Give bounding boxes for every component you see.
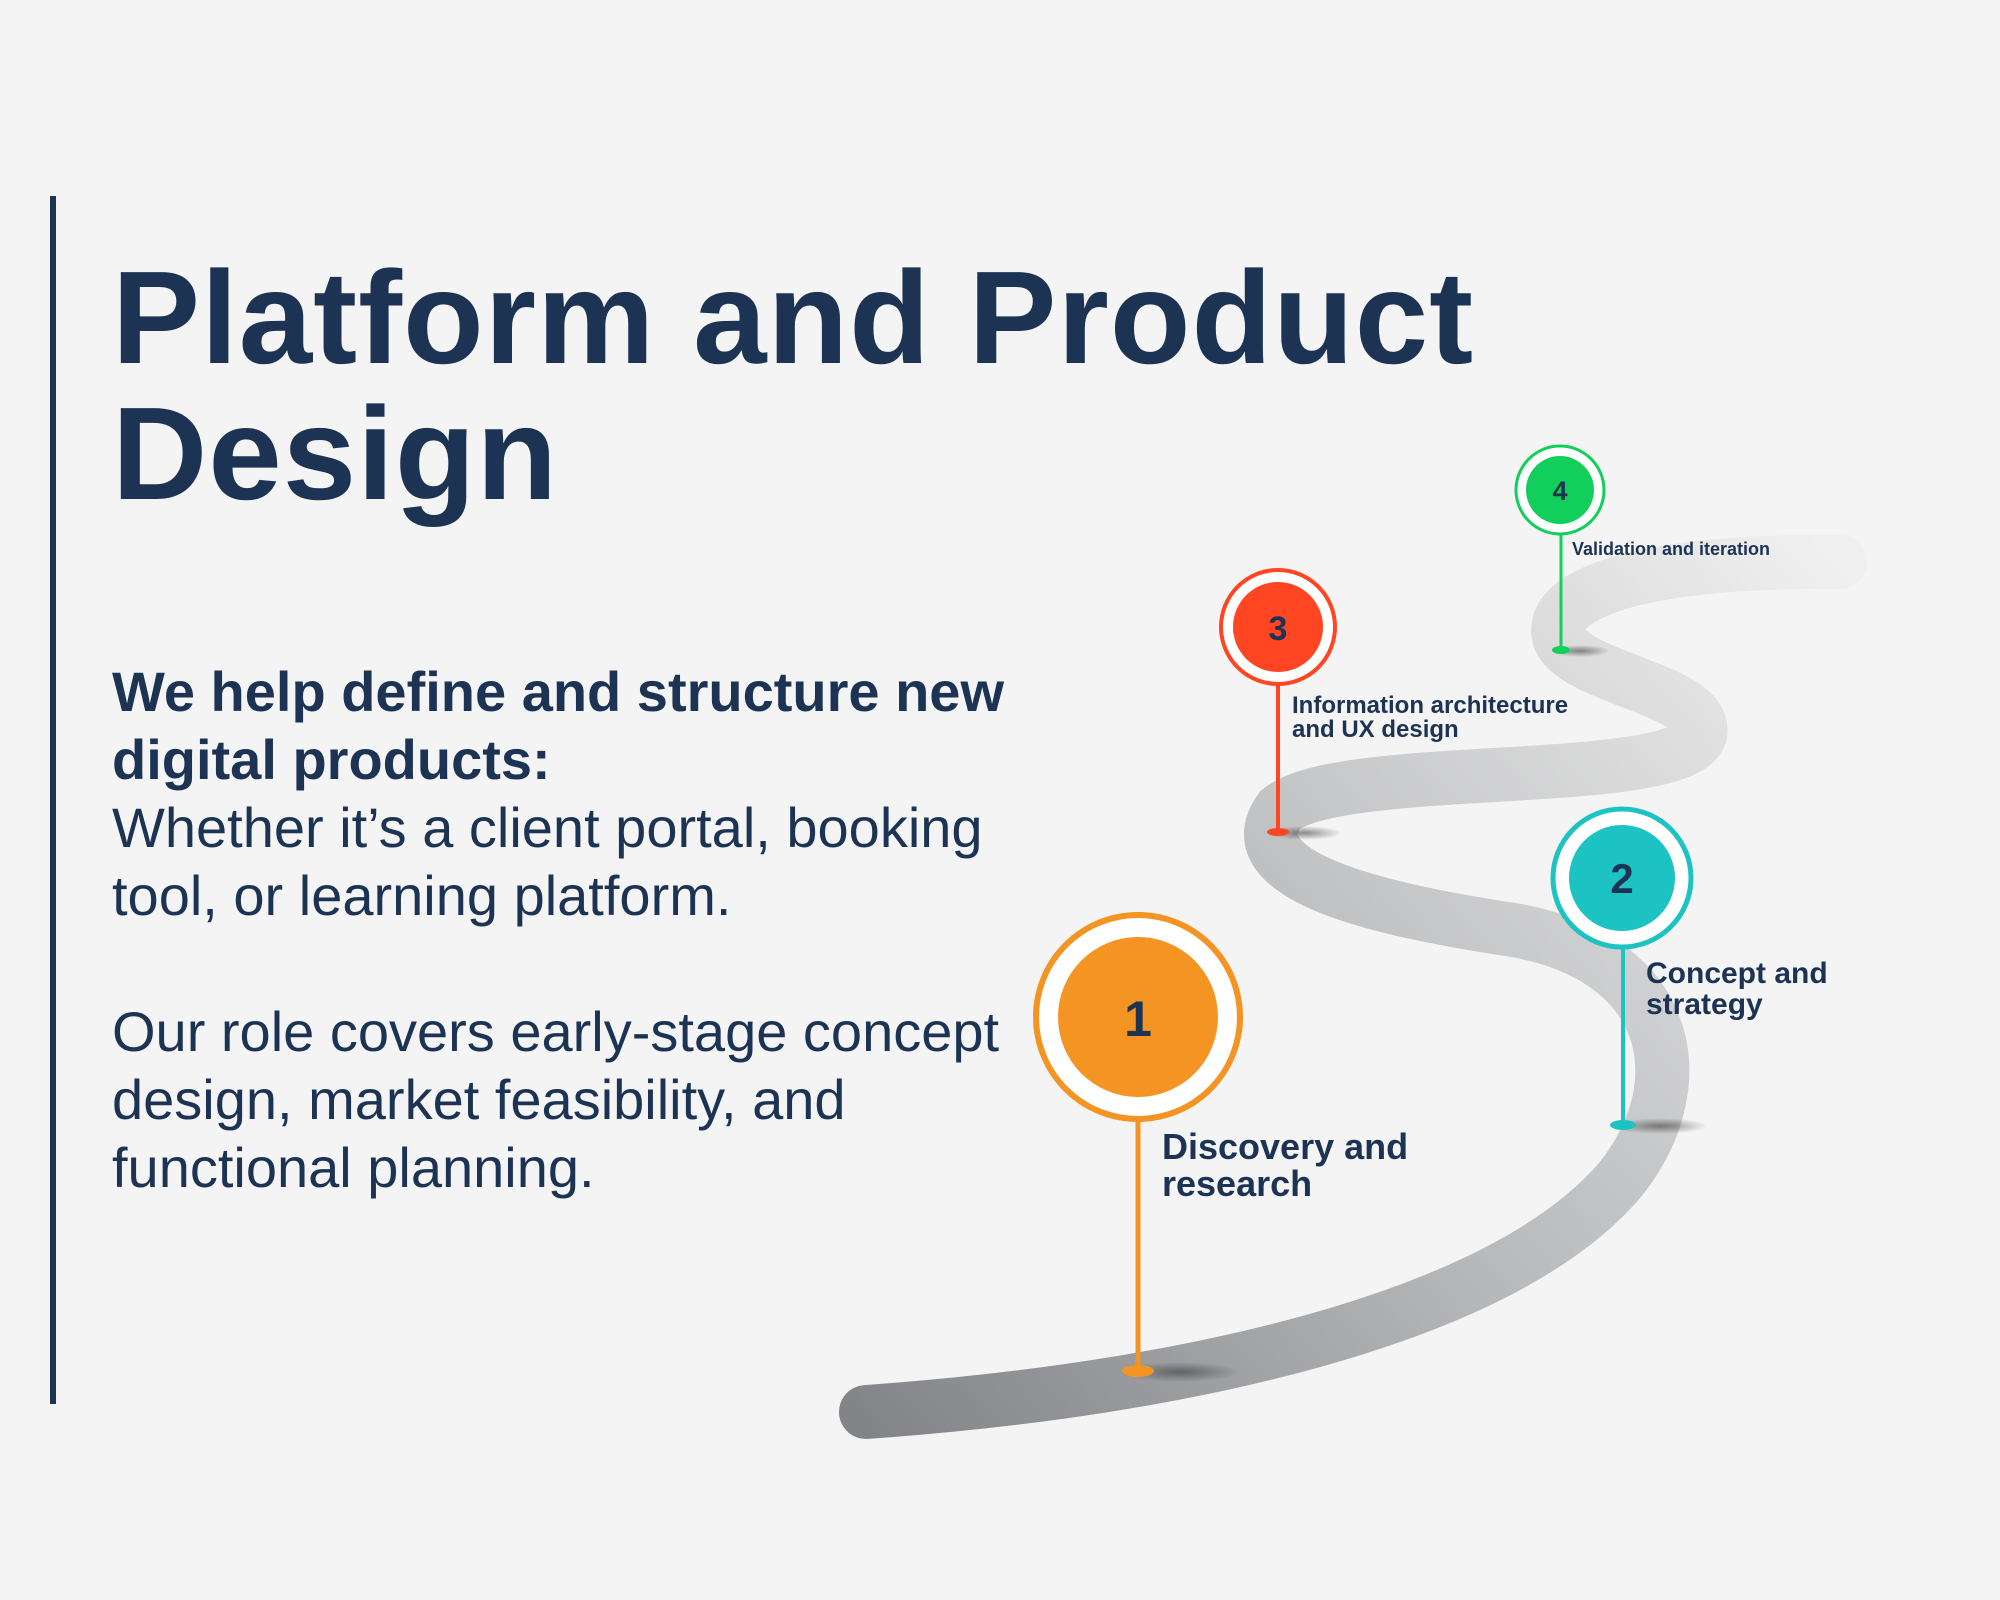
milestone-1-disc	[1058, 937, 1218, 1097]
milestone-3-base	[1267, 828, 1289, 836]
milestone-1: 1	[1033, 912, 1243, 1382]
milestone-4-number: 4	[1552, 476, 1567, 506]
milestone-4-base	[1552, 646, 1570, 654]
intro-text: Whether it’s a client portal, booking to…	[112, 796, 983, 927]
milestone-4-disc	[1526, 456, 1594, 524]
milestone-4-label: Validation and iteration	[1572, 539, 1771, 559]
vertical-accent-rule	[50, 196, 56, 1404]
milestone-1-shadow	[1120, 1362, 1240, 1382]
milestone-2-number: 2	[1610, 855, 1633, 902]
role-text: Our role covers early-stage concept desi…	[112, 1000, 1000, 1199]
milestone-3-disc	[1233, 582, 1323, 672]
milestone-4: 4	[1514, 444, 1610, 657]
milestone-3: 3	[1219, 568, 1342, 840]
milestone-2: 2	[1550, 806, 1708, 1134]
milestone-2-label: Concept and strategy	[1646, 957, 1828, 1021]
intro-block: We help define and structure new digital…	[112, 658, 1012, 930]
milestone-3-number: 3	[1269, 610, 1288, 648]
milestone-3-label: Information architecture and UX design	[1292, 692, 1569, 743]
milestone-2-base	[1610, 1120, 1636, 1130]
milestone-1-base	[1122, 1365, 1154, 1377]
milestone-2-disc	[1569, 825, 1675, 931]
page-title: Platform and Product Design	[112, 244, 1475, 527]
milestone-1-number: 1	[1124, 991, 1152, 1047]
milestone-2-shadow	[1612, 1118, 1708, 1134]
intro-heading: We help define and structure new digital…	[112, 660, 1005, 791]
milestone-1-label: Discovery and research	[1162, 1126, 1409, 1204]
